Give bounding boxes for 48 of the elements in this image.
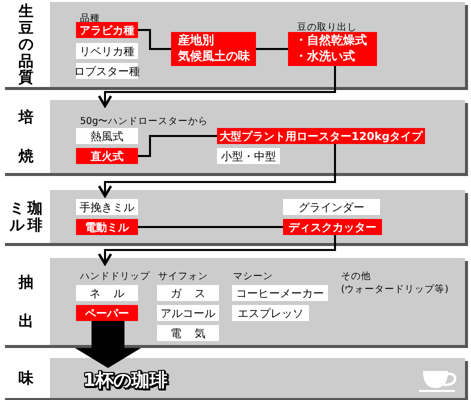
stage-band — [2, 190, 465, 243]
option-label: ガス — [157, 285, 219, 301]
highlighted-option: 大型プラント用ロースター120kgタイプ — [217, 128, 425, 144]
connector-line — [138, 226, 283, 228]
connector-line — [138, 135, 217, 157]
highlighted-option: アラビカ種 — [76, 22, 138, 38]
highlighted-option: ディスクカッター — [283, 219, 382, 235]
category-label: マシーン — [233, 270, 273, 283]
option-label: 電気 — [157, 325, 219, 341]
option-label: リベリカ種 — [76, 43, 138, 59]
option-label: グラインダー — [283, 199, 380, 215]
flow-arrow — [98, 144, 336, 198]
stage-band — [2, 258, 465, 345]
stage-band — [2, 2, 465, 87]
category-label: ハンドドリップ — [80, 270, 150, 283]
category-label: 50g〜ハンドロースターから — [80, 115, 208, 128]
option-label: アルコール — [157, 305, 219, 321]
option-label: 手挽きミル — [76, 199, 138, 215]
option-label: ネル — [76, 285, 138, 301]
flow-arrow — [98, 66, 336, 108]
option-label: エスプレッソ — [232, 305, 309, 321]
category-label: (ウォータードリップ等) — [341, 283, 448, 296]
stage-band — [2, 100, 465, 173]
highlighted-option: 産地別 気候風土の味 — [171, 32, 256, 66]
highlighted-option: ペーパー — [76, 305, 138, 321]
stage-band — [2, 358, 465, 398]
highlighted-option: ・自然乾燥式 ・水洗い式 — [288, 32, 377, 66]
stage-title: 味 — [18, 370, 34, 386]
option-label: 熱風式 — [76, 128, 138, 144]
option-label: 小型・中型 — [217, 148, 280, 164]
category-label: 品種 — [80, 12, 100, 25]
option-label: ロブスター種 — [76, 63, 138, 79]
stage-title: ミル — [10, 200, 24, 233]
option-label: コーヒーメーカー — [232, 285, 328, 301]
flow-arrow — [98, 235, 336, 266]
connector-line — [256, 48, 288, 50]
stage-title: 珈琲 — [28, 200, 42, 233]
result-text: 1杯の珈琲 — [83, 372, 168, 390]
connector-line — [138, 29, 171, 50]
stage-title: 生豆の品質 — [18, 3, 34, 86]
highlighted-option: 直火式 — [76, 148, 138, 164]
category-label: サイフォン — [158, 270, 208, 283]
highlighted-option: 電動ミル — [76, 219, 138, 235]
stage-title: 培焼 — [18, 106, 34, 166]
category-label: その他 — [341, 270, 371, 283]
flow-arrow — [75, 321, 141, 368]
category-label: 豆の取り出し — [297, 21, 357, 34]
stage-title: 抽出 — [18, 272, 34, 332]
